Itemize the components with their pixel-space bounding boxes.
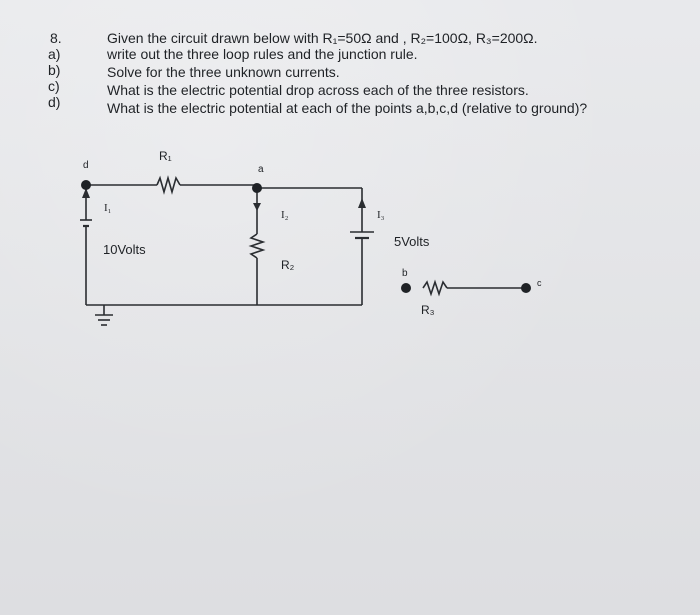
label-r2: R₂: [281, 258, 295, 272]
part-d-text: What is the electric potential at each o…: [107, 100, 588, 116]
label-i2: I₂: [281, 209, 289, 221]
problem-intro: Given the circuit drawn below with R₁=50…: [107, 30, 538, 46]
r3-resistor: [422, 279, 448, 297]
label-b: b: [402, 268, 408, 279]
problem-text: Given the circuit drawn below with R₁=50…: [107, 30, 587, 118]
current-arrow-i3: [358, 198, 366, 208]
label-5-volts: 5Volts: [394, 234, 430, 249]
r2-resistor: [248, 233, 266, 259]
current-arrow-i1: [82, 188, 90, 198]
label-r3: R₃: [421, 303, 435, 317]
node-b: [401, 283, 411, 293]
part-letter-a: a): [48, 46, 61, 62]
part-letters: a) b) c) d): [48, 46, 60, 110]
part-letter-b: b): [48, 62, 61, 78]
part-letter-d: d): [48, 94, 61, 110]
part-c-text: What is the electric potential drop acro…: [107, 82, 529, 98]
node-d: [81, 180, 91, 190]
label-d: d: [83, 160, 89, 171]
part-letter-c: c): [48, 78, 60, 94]
problem-number: 8.: [50, 30, 62, 46]
part-a-text: write out the three loop rules and the j…: [107, 46, 418, 62]
label-r1: R₁: [159, 149, 172, 163]
label-i3: I₃: [377, 209, 385, 221]
node-c: [521, 283, 531, 293]
label-i1: I₁: [104, 202, 112, 214]
r1-resistor: [156, 175, 181, 195]
node-a: [252, 183, 262, 193]
part-b-text: Solve for the three unknown currents.: [107, 64, 340, 80]
label-c: c: [537, 278, 542, 288]
label-a: a: [258, 164, 264, 175]
current-arrow-i2: [253, 203, 261, 211]
label-10-volts: 10Volts: [103, 242, 146, 257]
